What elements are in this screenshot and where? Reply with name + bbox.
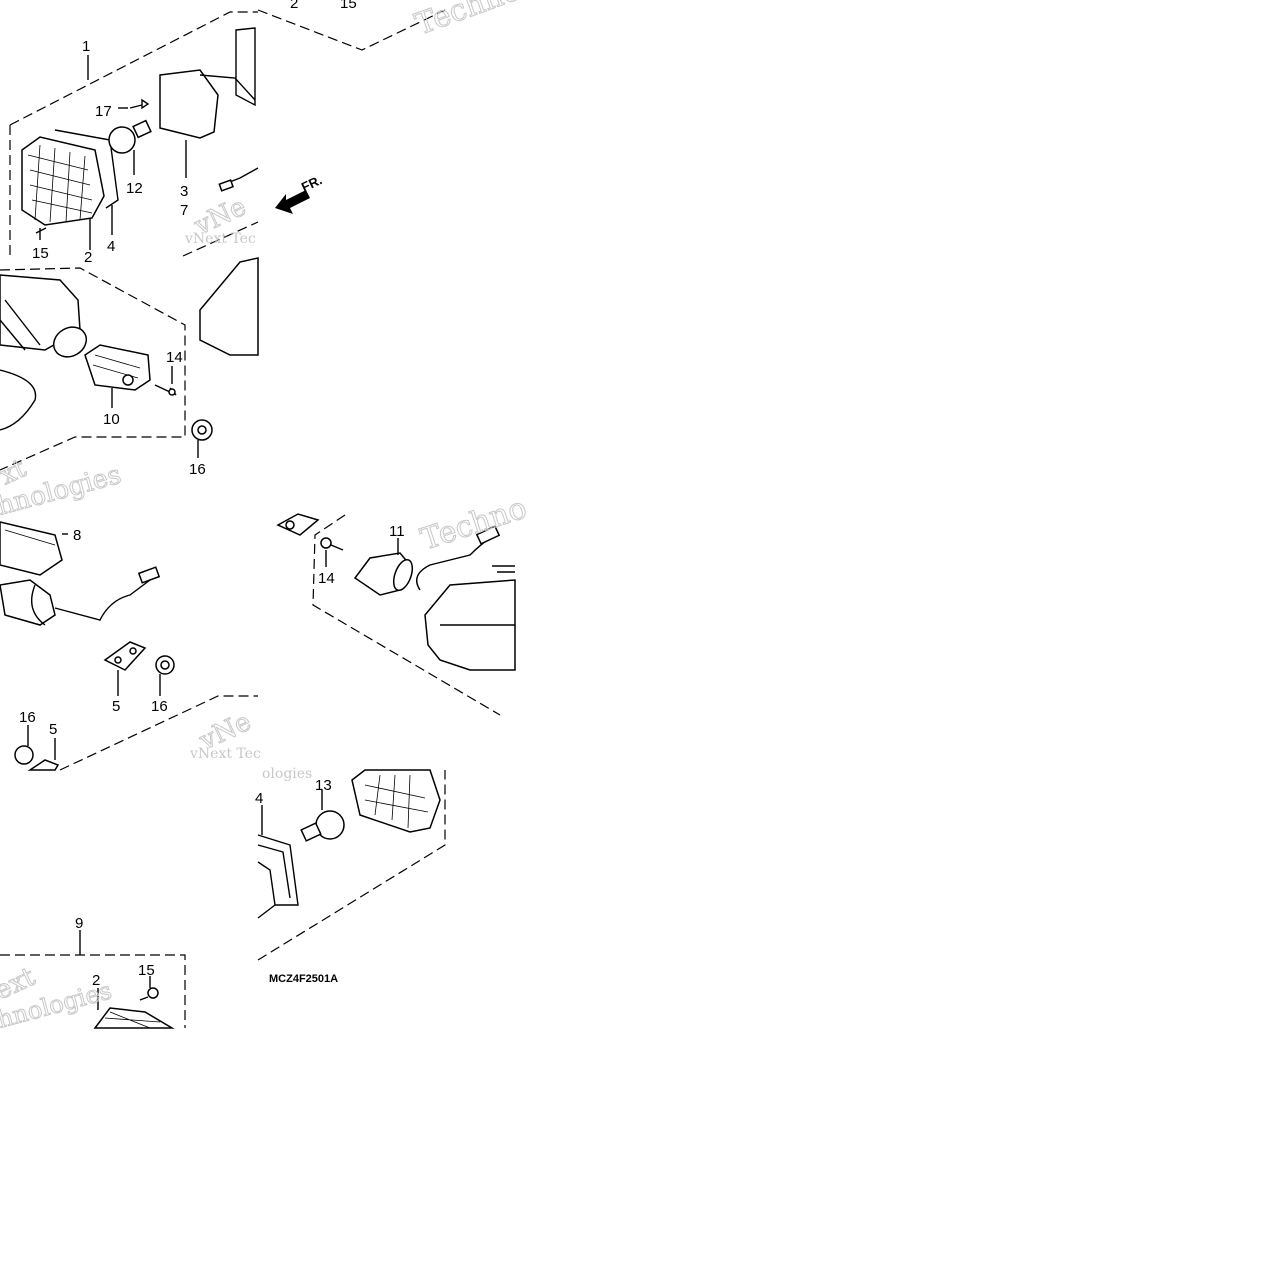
- watermark: ologies: [262, 766, 312, 782]
- callout-15: 2: [290, 0, 298, 12]
- callout-15: 15: [138, 962, 155, 979]
- callout-16: 16: [151, 698, 168, 715]
- tile-middle-left: 14 10 16 xt hnologies: [0, 257, 259, 522]
- screw-part: [320, 537, 332, 549]
- nut-part: [14, 745, 34, 765]
- callout-4: 4: [255, 790, 263, 807]
- tile-bottom-left: 9 2 15 ext hnologies: [0, 915, 186, 1034]
- callout-3: 3: [180, 183, 188, 200]
- callout-12: 12: [126, 180, 143, 197]
- callout-4: 4: [107, 238, 115, 255]
- callout-9: 9: [75, 915, 83, 932]
- lens-part: [0, 521, 63, 576]
- callout-10: 10: [103, 411, 120, 428]
- tile-lower-right: 4 13 ologies MCZ4F2501A: [255, 766, 446, 985]
- callout-2: 2: [84, 249, 92, 266]
- bulb-part: [108, 119, 152, 154]
- callout-7: 7: [180, 202, 188, 219]
- bracket-part: [159, 69, 219, 139]
- watermark: vNext Tec: [184, 231, 256, 247]
- callout-17: 17: [95, 103, 112, 120]
- watermark: Techno: [411, 0, 525, 43]
- gasket-part: [54, 129, 119, 209]
- callout-15: 15: [32, 245, 49, 262]
- callout-2: 15: [340, 0, 357, 12]
- screw-part: [129, 98, 150, 110]
- tile-middle-right: 14 11 Techno: [276, 490, 532, 716]
- callout-16: 16: [189, 461, 206, 478]
- gasket-part: [257, 834, 299, 906]
- grommet-part: [103, 641, 147, 671]
- screw-part: [147, 987, 159, 999]
- callout-2: 2: [92, 972, 100, 989]
- callout-14: 14: [166, 349, 183, 366]
- lens-part: [21, 136, 105, 226]
- drawing-code: MCZ4F2501A: [269, 973, 338, 985]
- front-direction-arrow: FR.: [275, 172, 324, 214]
- callout-13: 13: [315, 777, 332, 794]
- lens-part: [93, 1007, 175, 1029]
- tile-upper-right: 2 15 Techno FR.: [257, 0, 526, 214]
- screw-part: [35, 227, 47, 240]
- bulb-part: [300, 810, 345, 842]
- callout-11: 11: [389, 523, 405, 540]
- tile-upper-left: 1 17 12 3 7 4 2 15 vNext Tec vNe: [9, 11, 259, 266]
- callout-8: 8: [73, 527, 81, 544]
- socket-part: [84, 344, 151, 391]
- callout-5: 5: [49, 721, 57, 738]
- watermark: Techno: [417, 491, 531, 558]
- callout-1: 1: [82, 38, 90, 55]
- watermark: vNext Tec: [189, 746, 261, 762]
- callout-5: 5: [112, 698, 120, 715]
- callout-16: 16: [19, 709, 36, 726]
- callout-14: 14: [318, 570, 335, 587]
- tile-lower-left: 8 5 16 16 5 vNext Tec vNe: [0, 521, 261, 771]
- fr-label: FR.: [299, 172, 324, 194]
- lens-part: [351, 769, 441, 833]
